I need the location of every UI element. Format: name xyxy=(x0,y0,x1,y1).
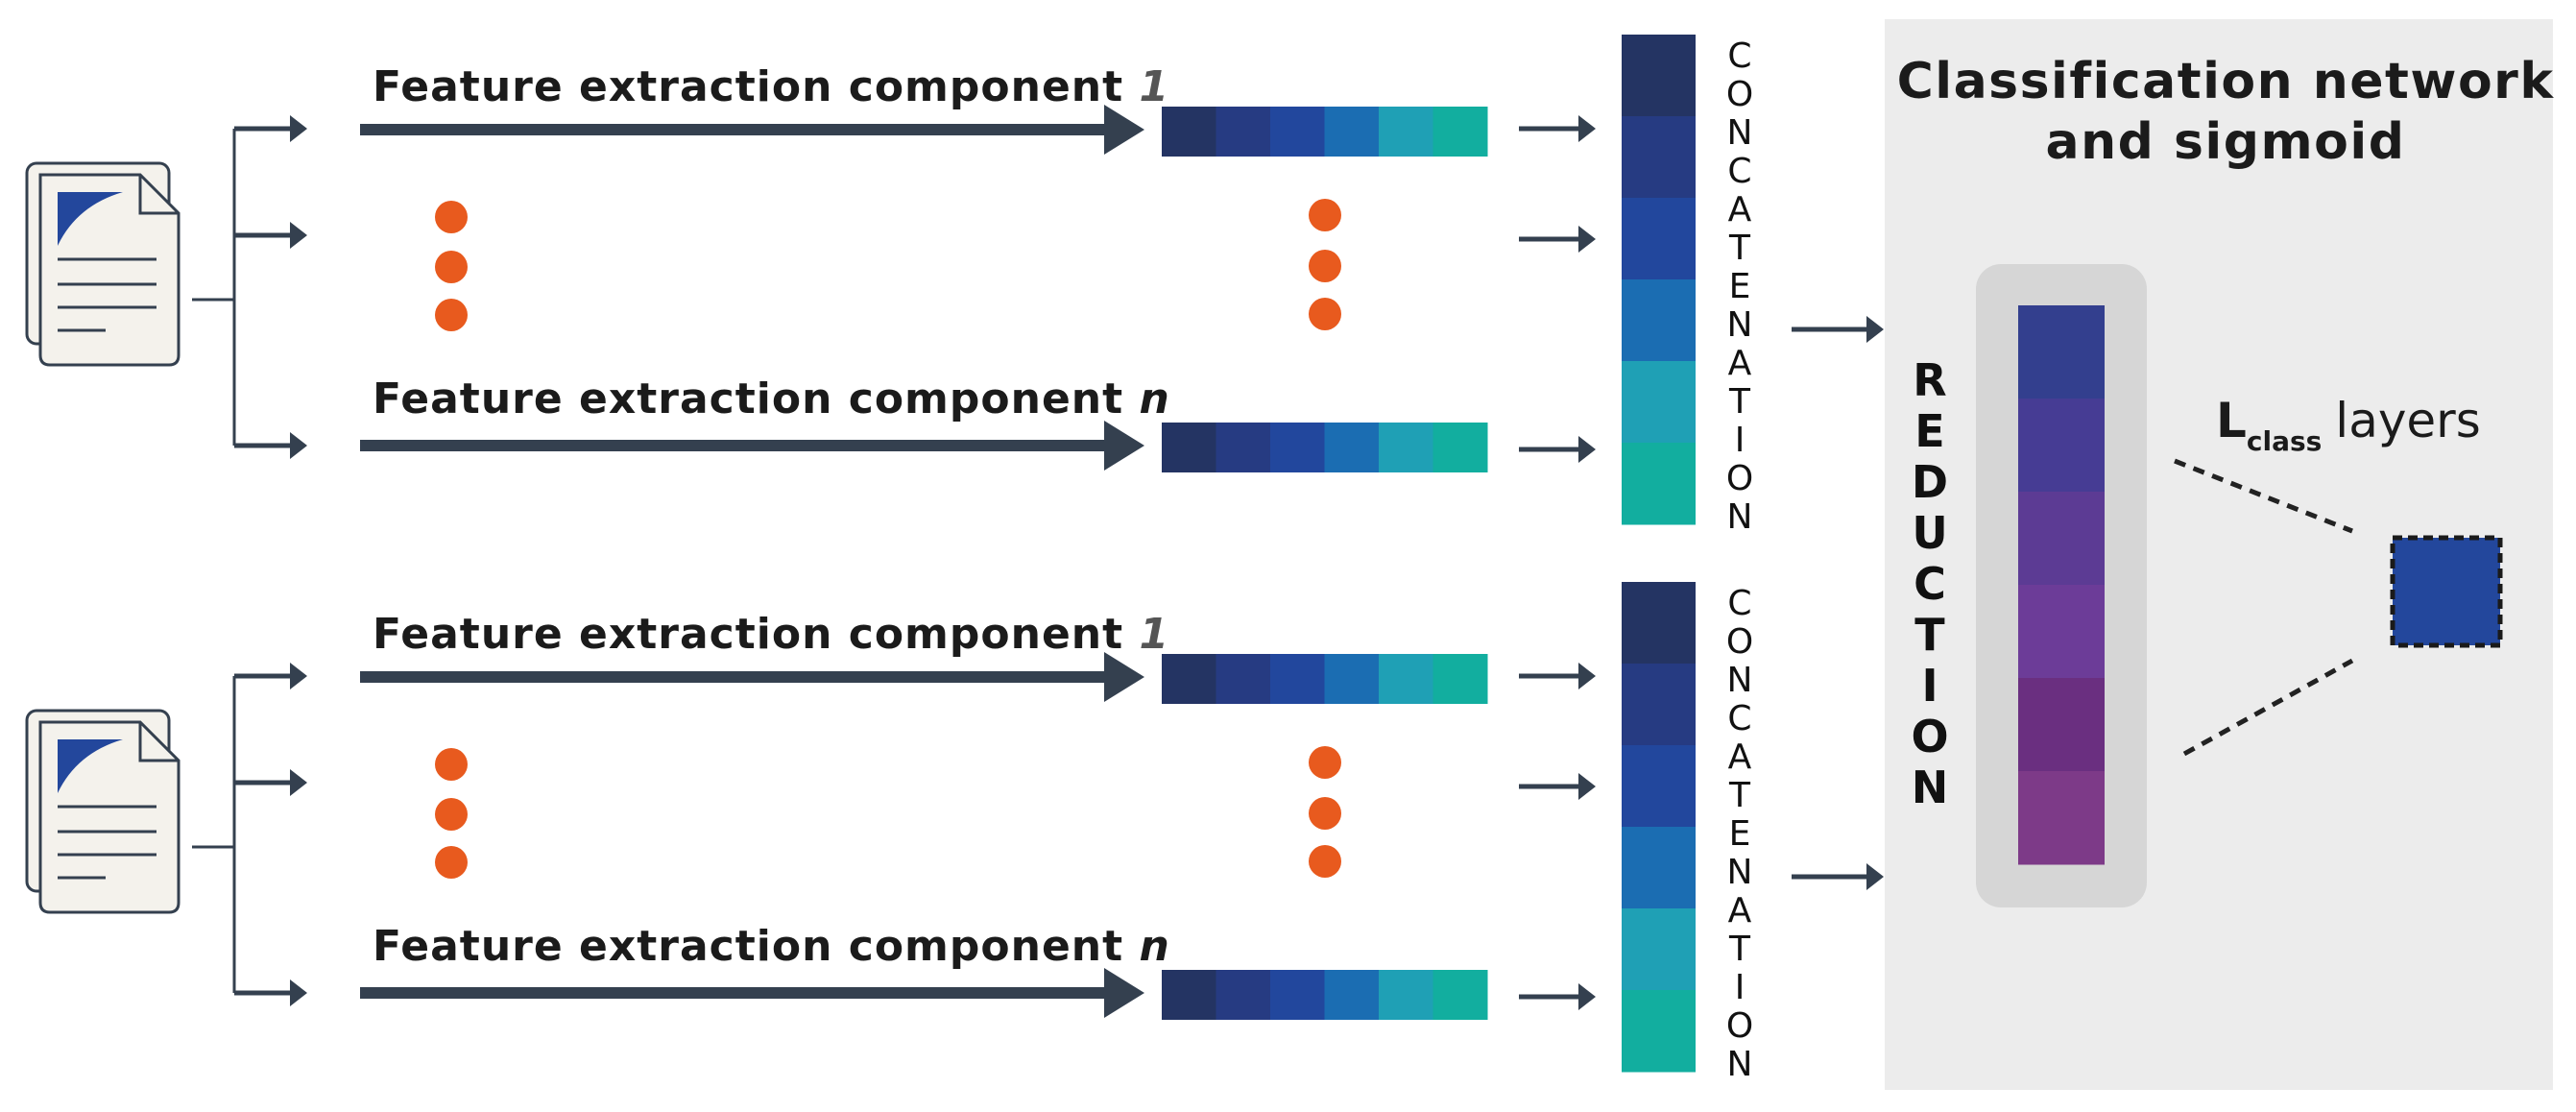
feature-bar-segment xyxy=(1162,107,1216,157)
feature-bar-segment xyxy=(1162,970,1216,1020)
concat-bar-segment xyxy=(1622,443,1696,525)
reduction-bar-segment xyxy=(2018,305,2105,399)
concat-bar-segment xyxy=(1622,361,1696,444)
component-arrow-head xyxy=(1104,968,1144,1018)
feature-bar-segment xyxy=(1324,654,1380,704)
ellipsis-dot-left-3 xyxy=(435,846,468,879)
to-concat-arrow-n-head xyxy=(1578,436,1596,463)
to-concat-arrow-1-head xyxy=(1578,115,1596,142)
ellipsis-dot-right-2 xyxy=(1309,797,1341,830)
reduction-bar xyxy=(2018,305,2105,865)
concat-bar-segment xyxy=(1622,908,1696,991)
feature-bar-segment xyxy=(1270,107,1325,157)
reduction-bar-segment xyxy=(2018,399,2105,493)
concat-bar-segment xyxy=(1622,279,1696,362)
feature-bar xyxy=(1162,654,1488,704)
classification-title-line1: Classification network xyxy=(1897,53,2555,110)
document-stack-icon xyxy=(25,709,181,914)
document-stack-icon xyxy=(25,161,181,367)
feature-bar-segment xyxy=(1270,423,1325,472)
to-concat-arrow-2-head xyxy=(1578,773,1596,800)
branch-arrow-n-head xyxy=(290,979,307,1006)
feature-bar-segment xyxy=(1324,423,1380,472)
feature-bar-segment xyxy=(1162,423,1216,472)
ellipsis-dot-right-2 xyxy=(1309,250,1341,282)
reduction-bar-segment xyxy=(2018,492,2105,586)
concat-bar-segment xyxy=(1622,664,1696,746)
feature-bar-segment xyxy=(1379,423,1433,472)
feature-bar-segment xyxy=(1324,107,1380,157)
concat-bar-segment xyxy=(1622,582,1696,665)
layers-label-rest: layers xyxy=(2335,393,2481,448)
ellipsis-dot-right-1 xyxy=(1309,199,1341,231)
feature-bar-segment xyxy=(1432,423,1488,472)
to-classifier-arrow-head xyxy=(1866,863,1884,890)
concat-bar xyxy=(1622,582,1696,1073)
concat-bar-segment xyxy=(1622,116,1696,199)
ellipsis-dot-left-2 xyxy=(435,251,468,283)
feature-bar-segment xyxy=(1216,423,1271,472)
component-label: Feature extraction component n xyxy=(373,375,1170,423)
feature-bar-segment xyxy=(1216,654,1271,704)
concat-bar-segment xyxy=(1622,745,1696,828)
reduction-bar-segment xyxy=(2018,585,2105,679)
feature-bar-segment xyxy=(1379,654,1433,704)
to-concat-arrow-1-head xyxy=(1578,663,1596,689)
ellipsis-dot-right-3 xyxy=(1309,845,1341,878)
branch-arrow-2-head xyxy=(290,222,307,249)
branch-arrow-1-head xyxy=(290,663,307,689)
feature-bar-segment xyxy=(1270,970,1325,1020)
output-node xyxy=(2390,535,2503,648)
feature-bar-segment xyxy=(1432,107,1488,157)
component-label: Feature extraction component 1 xyxy=(373,62,1169,111)
ellipsis-dot-right-3 xyxy=(1309,298,1341,330)
ellipsis-dot-left-3 xyxy=(435,299,468,331)
feature-bar-segment xyxy=(1432,970,1488,1020)
feature-bar-segment xyxy=(1216,107,1271,157)
concat-bar-segment xyxy=(1622,35,1696,117)
ellipsis-dot-left-1 xyxy=(435,201,468,233)
component-label: Feature extraction component 1 xyxy=(373,610,1169,659)
ellipsis-dot-left-2 xyxy=(435,798,468,831)
branch-layer: Feature extraction component 1 Feature ex… xyxy=(25,35,1884,1084)
feature-bar-segment xyxy=(1379,970,1433,1020)
feature-bar-segment xyxy=(1216,970,1271,1020)
feature-bar-segment xyxy=(1432,654,1488,704)
feature-bar-segment xyxy=(1270,654,1325,704)
to-concat-arrow-n-head xyxy=(1578,983,1596,1010)
feature-bar-segment xyxy=(1162,654,1216,704)
component-arrow-head xyxy=(1104,652,1144,702)
component-arrow-head xyxy=(1104,421,1144,471)
classification-title-line2: and sigmoid xyxy=(2046,113,2406,171)
concat-bar-segment xyxy=(1622,990,1696,1073)
branch-arrow-1-head xyxy=(290,115,307,142)
feature-bar xyxy=(1162,107,1488,157)
concat-bar-segment xyxy=(1622,827,1696,909)
feature-bar-segment xyxy=(1379,107,1433,157)
component-label: Feature extraction component n xyxy=(373,922,1170,971)
reduction-bar-segment xyxy=(2018,678,2105,772)
concat-bar xyxy=(1622,35,1696,525)
ellipsis-dot-right-1 xyxy=(1309,746,1341,779)
feature-bar xyxy=(1162,970,1488,1020)
to-concat-arrow-2-head xyxy=(1578,226,1596,253)
reduction-bar-segment xyxy=(2018,771,2105,865)
feature-bar-segment xyxy=(1324,970,1380,1020)
ellipsis-dot-left-1 xyxy=(435,748,468,781)
layers-label-sub: class xyxy=(2247,425,2322,457)
feature-bar xyxy=(1162,423,1488,472)
layers-label-main: L xyxy=(2216,393,2247,448)
component-arrow-head xyxy=(1104,105,1144,155)
branch-arrow-2-head xyxy=(290,769,307,796)
concat-bar-segment xyxy=(1622,198,1696,280)
branch-arrow-n-head xyxy=(290,432,307,459)
layers-label: Lclass layers xyxy=(2216,393,2481,457)
to-classifier-arrow-head xyxy=(1866,316,1884,343)
